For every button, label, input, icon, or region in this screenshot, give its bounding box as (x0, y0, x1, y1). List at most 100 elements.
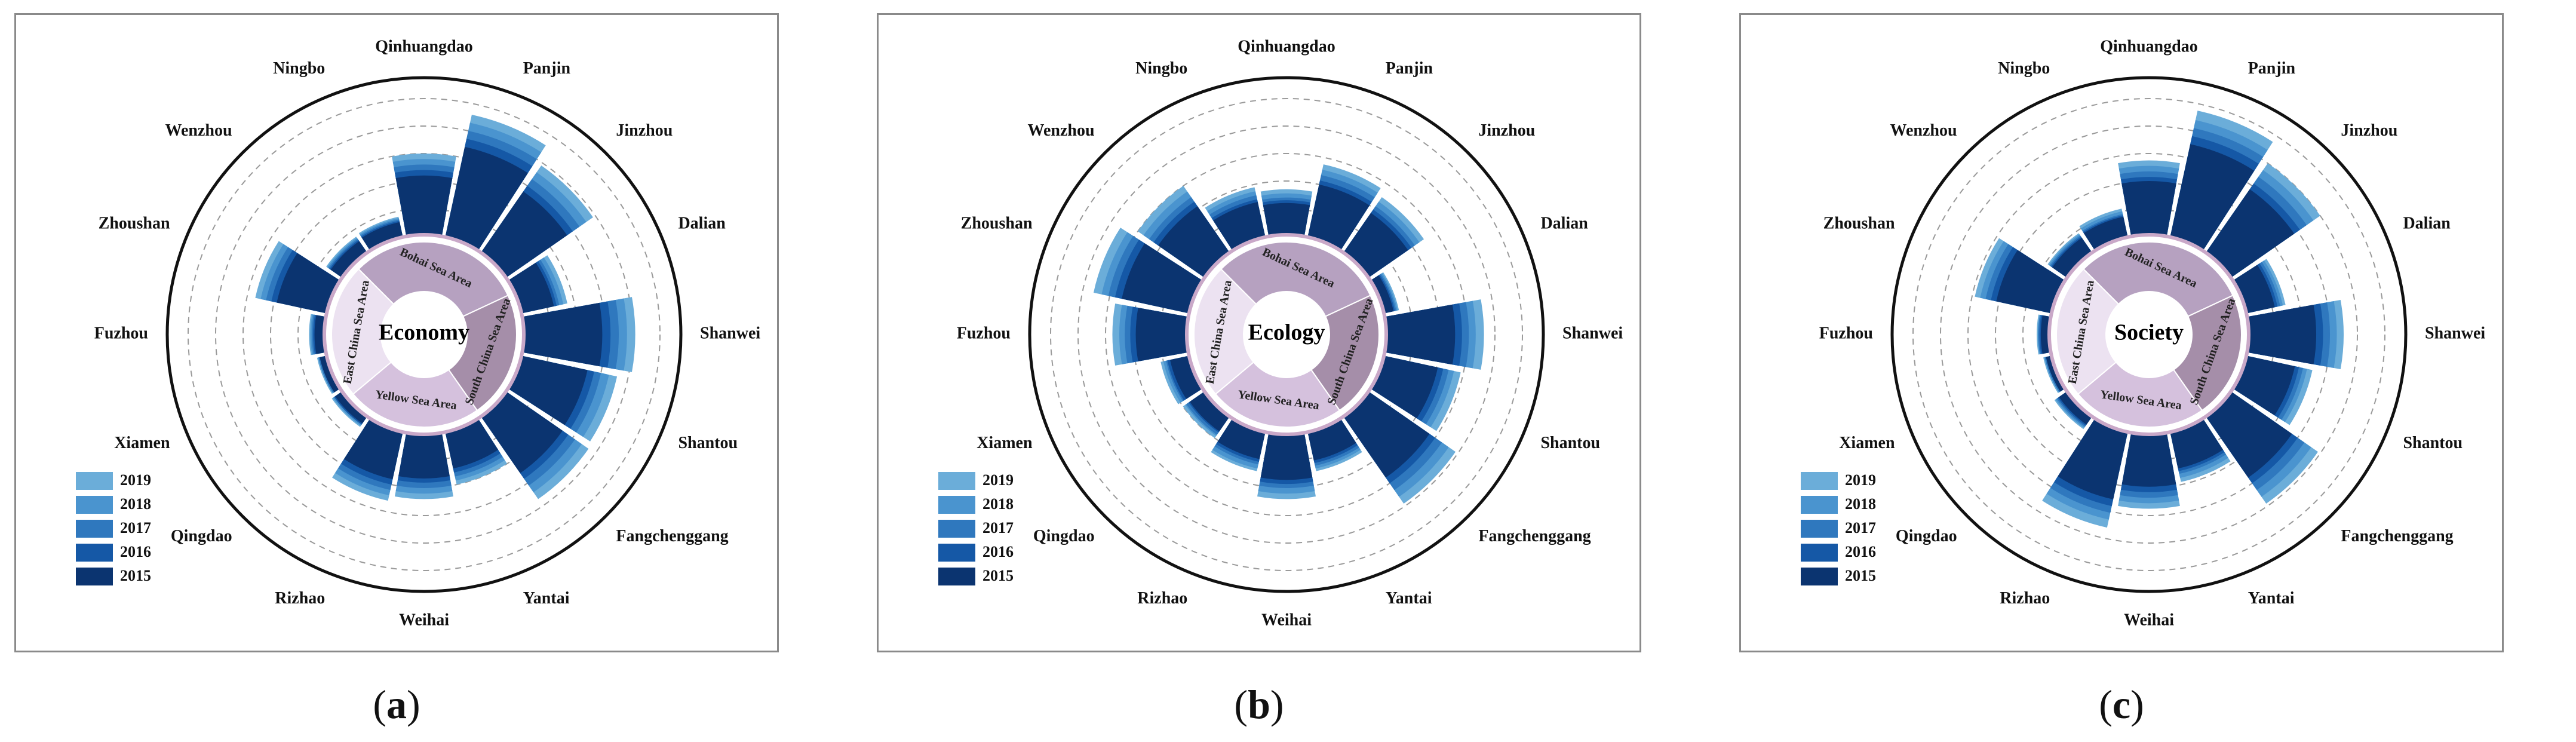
legend-label-2015: 2015 (120, 567, 151, 584)
city-label-jinzhou: Jinzhou (1478, 121, 1535, 140)
city-label-yantai: Yantai (523, 589, 570, 608)
bar-shantou-2015 (506, 355, 588, 425)
outer-circle (1890, 76, 2408, 593)
bar-rizhao-2015 (2058, 416, 2129, 499)
city-label-fangchenggang: Fangchenggang (2341, 527, 2453, 545)
city-label-shantou: Shantou (1540, 434, 1600, 452)
bar-qinhuangdao-2015 (1263, 203, 1310, 239)
legend-swatch-2019 (1801, 472, 1838, 490)
city-label-ningbo: Ningbo (273, 59, 325, 78)
legend-label-2015: 2015 (982, 567, 1014, 584)
legend-swatch-2015 (76, 568, 113, 585)
bar-shanwei-2015 (520, 302, 603, 367)
center-title: Ecology (1248, 320, 1325, 345)
legend-swatch-2018 (1801, 496, 1838, 514)
city-label-qingdao: Qingdao (1033, 527, 1095, 545)
city-label-dalian: Dalian (2403, 214, 2451, 233)
city-label-fangchenggang: Fangchenggang (1478, 527, 1591, 545)
legend-swatch-2017 (938, 520, 975, 538)
grid-ring (1940, 125, 2358, 544)
bar-zhoushan-2015 (277, 253, 342, 314)
bar-weihai-2015 (1260, 430, 1313, 480)
city-label-qingdao: Qingdao (1896, 527, 1957, 545)
legend-swatch-2017 (76, 520, 113, 538)
bar-shanwei-2015 (1382, 304, 1456, 365)
legend-swatch-2017 (1801, 520, 1838, 538)
legend-swatch-2018 (76, 496, 113, 514)
caption-b: (b) (1234, 682, 1284, 727)
city-label-panjin: Panjin (523, 59, 571, 78)
city-label-weihai: Weihai (399, 611, 449, 629)
caption-c: (c) (2099, 682, 2144, 727)
grid-ring (188, 98, 661, 571)
city-label-shanwei: Shanwei (2425, 324, 2485, 342)
bar-wenzhou-2015 (1158, 206, 1232, 280)
legend-label-2017: 2017 (982, 519, 1014, 536)
legend-swatch-2016 (938, 544, 975, 562)
legend-label-2016: 2016 (1845, 543, 1876, 560)
bar-ningbo-2015 (2083, 216, 2129, 253)
city-label-shanwei: Shanwei (1562, 324, 1623, 342)
grid-ring (1050, 98, 1523, 571)
center-title: Economy (379, 320, 469, 345)
city-label-jinzhou: Jinzhou (616, 121, 673, 140)
city-label-dalian: Dalian (678, 214, 726, 233)
grid-ring (1912, 98, 2385, 571)
bar-qinhuangdao-2015 (395, 175, 453, 239)
bar-zhoushan-2015 (1996, 250, 2067, 314)
city-label-zhoushan: Zhoushan (961, 214, 1033, 233)
city-label-weihai: Weihai (2124, 611, 2174, 629)
bar-qinhuangdao-2015 (2121, 181, 2176, 239)
legend-label-2017: 2017 (120, 519, 151, 536)
outer-circle (165, 76, 683, 593)
bar-panjin-2015 (2169, 144, 2255, 253)
city-label-rizhao: Rizhao (275, 589, 325, 608)
legend-label-2019: 2019 (982, 471, 1014, 489)
center-title: Society (2114, 320, 2184, 345)
city-label-yantai: Yantai (1386, 589, 1432, 608)
bar-shantou-2015 (1368, 355, 1438, 419)
city-label-weihai: Weihai (1261, 611, 1312, 629)
series-2015 (277, 146, 603, 480)
bar-jinzhou-2015 (1341, 213, 1408, 280)
legend-label-2016: 2016 (120, 543, 151, 560)
city-label-ningbo: Ningbo (1135, 59, 1187, 78)
bar-fuzhou-2015 (1135, 308, 1191, 361)
legend-label-2019: 2019 (1845, 471, 1876, 489)
legend-swatch-2016 (76, 544, 113, 562)
legend-label-2018: 2018 (982, 495, 1014, 513)
bar-wenzhou-2015 (330, 241, 369, 280)
legend-swatch-2019 (76, 472, 113, 490)
bar-ningbo-2015 (361, 222, 404, 253)
city-label-shantou: Shantou (2403, 434, 2463, 452)
center-disc (2106, 292, 2192, 378)
caption-a: (a) (373, 682, 420, 727)
city-label-fuzhou: Fuzhou (94, 324, 148, 342)
bar-shanwei-2015 (2245, 305, 2316, 364)
legend-label-2018: 2018 (120, 495, 151, 513)
center-disc (381, 292, 467, 378)
bar-qingdao-2015 (335, 390, 369, 424)
bar-jinzhou-2015 (2204, 189, 2295, 280)
legend-label-2017: 2017 (1845, 519, 1876, 536)
city-label-wenzhou: Wenzhou (1890, 121, 1957, 140)
city-label-shantou: Shantou (678, 434, 738, 452)
city-label-rizhao: Rizhao (2000, 589, 2050, 608)
grid-ring (1077, 125, 1496, 544)
bar-qingdao-2015 (2059, 390, 2094, 425)
bar-jinzhou-2015 (479, 191, 567, 280)
series-2015 (1996, 144, 2316, 499)
outer-circle (1028, 76, 1545, 593)
city-label-fuzhou: Fuzhou (957, 324, 1011, 342)
city-label-panjin: Panjin (1386, 59, 1433, 78)
legend-swatch-2015 (1801, 568, 1838, 585)
city-label-qinhuangdao: Qinhuangdao (375, 37, 472, 56)
legend-label-2019: 2019 (120, 471, 151, 489)
